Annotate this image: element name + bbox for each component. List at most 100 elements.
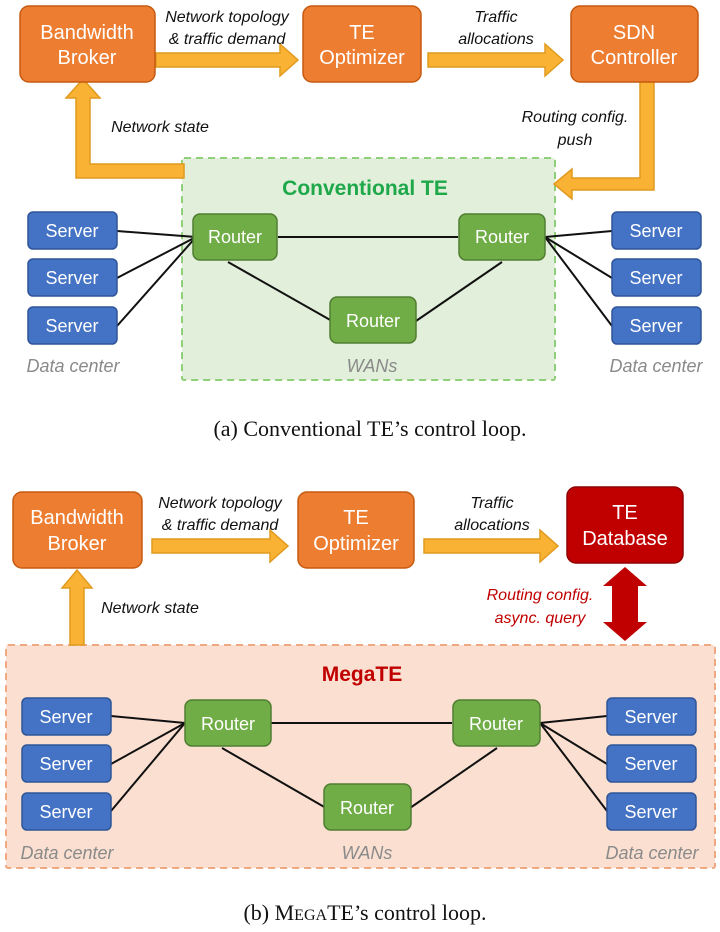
link <box>544 230 613 238</box>
server-box <box>611 306 702 345</box>
server-label: Server <box>624 754 677 774</box>
server-box <box>606 744 697 783</box>
link <box>544 236 613 327</box>
bandwidth-broker-box <box>19 5 156 83</box>
router-box <box>458 213 546 261</box>
server-label: Server <box>624 707 677 727</box>
link <box>539 722 608 812</box>
server-label: Server <box>39 754 92 774</box>
server-box <box>21 744 112 783</box>
router-label: Router <box>469 714 523 734</box>
server-box <box>21 792 112 831</box>
server-label: Server <box>624 802 677 822</box>
megate-title: MegaTE <box>322 663 403 686</box>
link <box>116 230 197 238</box>
te-optimizer-box <box>297 491 415 569</box>
router-box <box>452 699 541 747</box>
bandwidth-broker-label-1: Bandwidth <box>30 507 123 529</box>
allocations-label-1: Traffic <box>474 9 517 26</box>
caption-b: (b) MEGATE’s control loop. <box>243 900 486 925</box>
async-query-label-2: async. query <box>495 610 587 627</box>
te-database-label-1: TE <box>612 502 638 524</box>
link <box>221 747 327 809</box>
data-center-label-left: Data center <box>26 356 120 376</box>
sdn-controller-label-2: Controller <box>591 47 678 69</box>
server-box <box>606 792 697 831</box>
bandwidth-broker-label-1: Bandwidth <box>40 22 133 44</box>
router-box <box>184 699 272 747</box>
routing-push-arrow <box>552 79 655 201</box>
server-box <box>611 211 702 250</box>
router-label: Router <box>346 311 400 331</box>
server-label: Server <box>629 316 682 336</box>
sdn-controller-box <box>570 5 699 83</box>
te-optimizer-label-1: TE <box>349 22 375 44</box>
router-box <box>323 783 412 831</box>
server-label: Server <box>629 221 682 241</box>
link <box>539 715 608 724</box>
wans-label: WANs <box>347 356 398 376</box>
topology-arrow <box>151 528 290 564</box>
te-optimizer-label-2: Optimizer <box>319 47 405 69</box>
server-label: Server <box>39 802 92 822</box>
server-box <box>27 258 118 297</box>
wans-label: WANs <box>342 843 393 863</box>
network-state-arrow <box>64 77 185 179</box>
topology-label-2: & traffic demand <box>169 31 287 48</box>
router-label: Router <box>201 714 255 734</box>
link <box>539 722 608 765</box>
server-label: Server <box>45 316 98 336</box>
network-state-label: Network state <box>101 600 199 617</box>
te-database-box <box>566 486 684 564</box>
data-center-label-left: Data center <box>20 843 114 863</box>
data-center-label-right: Data center <box>609 356 703 376</box>
server-box <box>21 697 112 736</box>
server-box <box>611 258 702 297</box>
router-box <box>329 296 417 344</box>
link <box>110 715 186 724</box>
server-label: Server <box>629 268 682 288</box>
link <box>227 261 333 322</box>
bandwidth-broker-label-2: Broker <box>48 533 107 555</box>
te-database-label-2: Database <box>582 528 668 550</box>
conventional-te-title: Conventional TE <box>282 177 448 200</box>
routing-push-label-2: push <box>557 132 593 149</box>
async-query-label-1: Routing config. <box>487 587 594 604</box>
bandwidth-broker-box <box>12 491 143 569</box>
allocations-label-2: allocations <box>458 31 534 48</box>
allocations-arrow <box>423 528 560 564</box>
routing-push-label-1: Routing config. <box>522 109 629 126</box>
link <box>544 236 613 279</box>
topology-label-1: Network topology <box>165 9 290 26</box>
topology-label-2: & traffic demand <box>162 517 280 534</box>
caption-a: (a) Conventional TE’s control loop. <box>213 416 526 441</box>
te-optimizer-box <box>302 5 422 83</box>
caption-b-smallcaps: EGA <box>294 907 327 924</box>
server-box <box>27 211 118 250</box>
router-label: Router <box>475 227 529 247</box>
async-query-arrow <box>603 567 647 641</box>
allocations-label-2: allocations <box>454 517 530 534</box>
router-label: Router <box>208 227 262 247</box>
link <box>116 236 197 327</box>
network-state-arrow <box>60 568 94 646</box>
conventional-te-region <box>181 157 556 381</box>
server-label: Server <box>39 707 92 727</box>
te-optimizer-label-1: TE <box>343 507 369 529</box>
data-center-label-right: Data center <box>605 843 699 863</box>
caption-b-suffix: TE’s control loop. <box>327 900 486 925</box>
network-state-label: Network state <box>111 119 209 136</box>
link <box>116 236 197 279</box>
link <box>110 722 186 765</box>
server-box <box>606 697 697 736</box>
link <box>110 722 186 812</box>
te-optimizer-label-2: Optimizer <box>313 533 399 555</box>
router-box <box>192 213 278 261</box>
allocations-arrow <box>427 42 565 78</box>
conventional-te-diagram: Conventional TE Bandwidth Broker TE Opti… <box>19 5 704 441</box>
bandwidth-broker-label-2: Broker <box>58 47 117 69</box>
link <box>409 747 498 809</box>
server-label: Server <box>45 268 98 288</box>
sdn-controller-label-1: SDN <box>613 22 655 44</box>
